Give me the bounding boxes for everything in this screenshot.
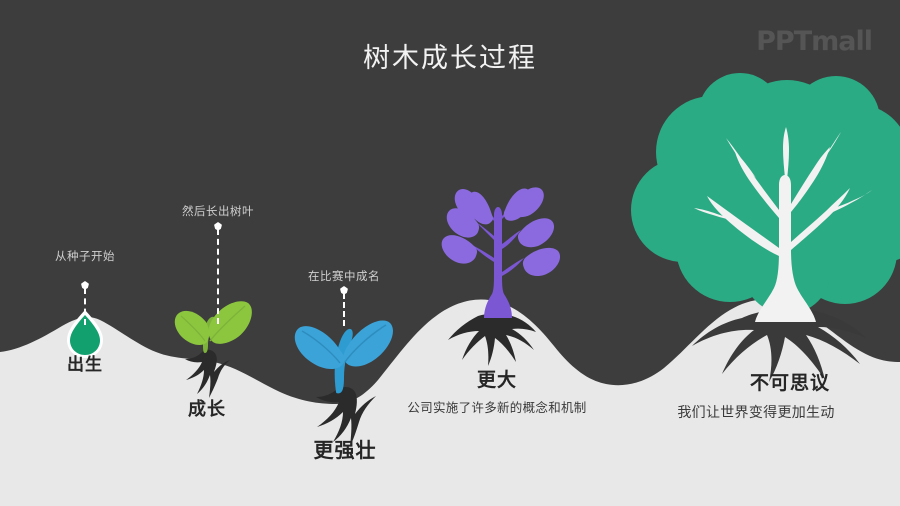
stage-sublabel-bigger: 公司实施了许多新的概念和机制 <box>407 400 587 415</box>
sapling-icon <box>441 187 561 366</box>
page-title: 树木成长过程 <box>363 43 537 74</box>
stage-label-stronger: 更强壮 <box>313 438 377 462</box>
sprout-icon <box>174 301 252 398</box>
stage-label-incredible: 不可思议 <box>749 372 831 394</box>
connector-line <box>84 288 86 325</box>
tree-roots <box>692 308 866 382</box>
stage-label-birth: 出生 <box>67 355 103 375</box>
connector-line <box>217 229 219 324</box>
caption-stronger: 在比赛中成名 <box>308 269 380 283</box>
connector-head-icon <box>81 281 89 289</box>
hill-path <box>0 299 900 506</box>
caption-birth: 从种子开始 <box>55 249 115 263</box>
tree-branches <box>694 127 872 256</box>
stage-sublabel-incredible: 我们让世界变得更加生动 <box>677 405 835 421</box>
seedling-icon <box>294 320 393 447</box>
connector-head-icon <box>340 286 348 294</box>
connector-head-icon <box>214 222 222 230</box>
connector-line <box>343 293 345 326</box>
stage-label-bigger: 更大 <box>476 369 518 391</box>
stage-label-growth: 成长 <box>188 399 226 420</box>
pptmall-logo: PPTmall <box>756 26 873 57</box>
caption-growth: 然后长出树叶 <box>182 204 254 218</box>
tree-icon <box>631 73 900 382</box>
tree-trunk <box>755 175 816 322</box>
seed-drop-icon <box>67 310 103 358</box>
